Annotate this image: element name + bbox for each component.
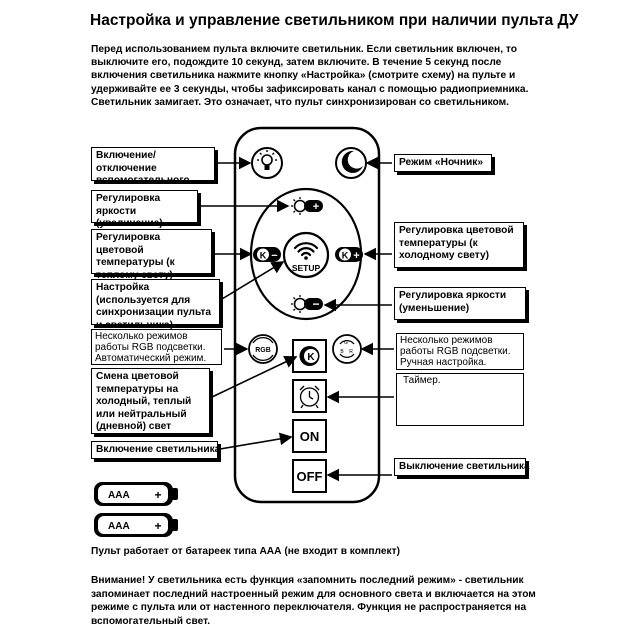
off-label: OFF	[297, 469, 323, 484]
battery-label: AAA	[108, 490, 130, 501]
kelvin-icon	[339, 248, 351, 261]
label-setup: Настройка (используется для синхронизаци…	[91, 279, 220, 331]
aux-light-button[interactable]	[251, 147, 283, 179]
kelvin-label: K	[260, 251, 267, 261]
kelvin-label: K	[307, 352, 315, 363]
label-aux-light: Включение/отключение вспомогательного св…	[91, 147, 215, 199]
plus-icon: +	[353, 250, 359, 262]
battery-plus: +	[154, 488, 161, 502]
alarm-clock-icon	[299, 385, 320, 409]
brightness-up-button[interactable]: +	[291, 197, 323, 215]
label-on: Включение светильника	[91, 441, 220, 459]
sun-icon	[293, 297, 307, 311]
label-rgb-auto: Несколько режимов работы RGB подсветки. …	[91, 329, 222, 365]
battery-2: AAA +	[94, 513, 178, 537]
kelvin-label: K	[342, 251, 349, 261]
night-mode-button[interactable]	[335, 147, 367, 179]
minus-icon: −	[312, 297, 319, 311]
temp-warm-button[interactable]: K −	[253, 247, 281, 262]
setup-button[interactable]: SETUP	[282, 231, 330, 279]
temp-cold-button[interactable]: K +	[335, 247, 363, 262]
label-temp-switch: Смена цветовой температуры на холодный, …	[91, 368, 210, 434]
label-rgb-manual: Несколько режимов работы RGB подсветки. …	[396, 333, 524, 370]
setup-label: SETUP	[292, 263, 321, 273]
memory-note: Внимание! У светильника есть функция «за…	[91, 575, 536, 627]
battery-plus: +	[154, 519, 161, 533]
svg-text:R: R	[349, 349, 353, 355]
wifi-icon	[293, 242, 319, 257]
timer-button[interactable]	[292, 379, 327, 413]
star-icon	[343, 154, 349, 160]
intro-paragraph: Перед использованием пульта включите све…	[91, 44, 529, 108]
battery-label: AAA	[108, 521, 130, 532]
kelvin-icon	[257, 248, 269, 261]
minus-icon: −	[271, 250, 277, 262]
rgb-label: RGB	[255, 347, 271, 354]
rgb-manual-button[interactable]: G B R	[332, 334, 362, 364]
bulb-icon	[257, 150, 277, 170]
kelvin-switch-button[interactable]: K	[292, 339, 327, 373]
label-brightness-down: Регулировка яркости (уменьшение)	[394, 287, 526, 320]
page-title: Настройка и управление светильником при …	[90, 12, 579, 29]
svg-text:B: B	[340, 349, 344, 355]
label-temp-warm: Регулировка цветовой температуры (к тепл…	[91, 229, 212, 281]
label-temp-cold: Регулировка цветовой температуры (к холо…	[394, 222, 524, 268]
plus-icon: +	[313, 201, 319, 213]
label-timer: Таймер.	[396, 373, 524, 426]
label-brightness-up: Регулировка яркости (увеличение)	[91, 190, 198, 229]
cycle-icon	[252, 337, 274, 344]
on-button[interactable]: ON	[292, 419, 327, 453]
battery-note: Пульт работает от батареек типа ААА (не …	[91, 546, 401, 557]
on-label: ON	[300, 429, 320, 444]
callout-arrows	[200, 156, 394, 482]
label-night: Режим «Ночник»	[394, 154, 492, 172]
brightness-down-button[interactable]: −	[291, 295, 323, 313]
rgb-auto-button[interactable]: RGB	[248, 334, 278, 364]
rgb-cycle-icon: G B R	[339, 340, 355, 358]
battery-1: AAA +	[94, 482, 178, 506]
svg-text:G: G	[344, 340, 348, 346]
sun-icon	[293, 199, 307, 213]
label-off: Выключение светильника	[394, 458, 530, 476]
off-button[interactable]: OFF	[292, 459, 327, 493]
